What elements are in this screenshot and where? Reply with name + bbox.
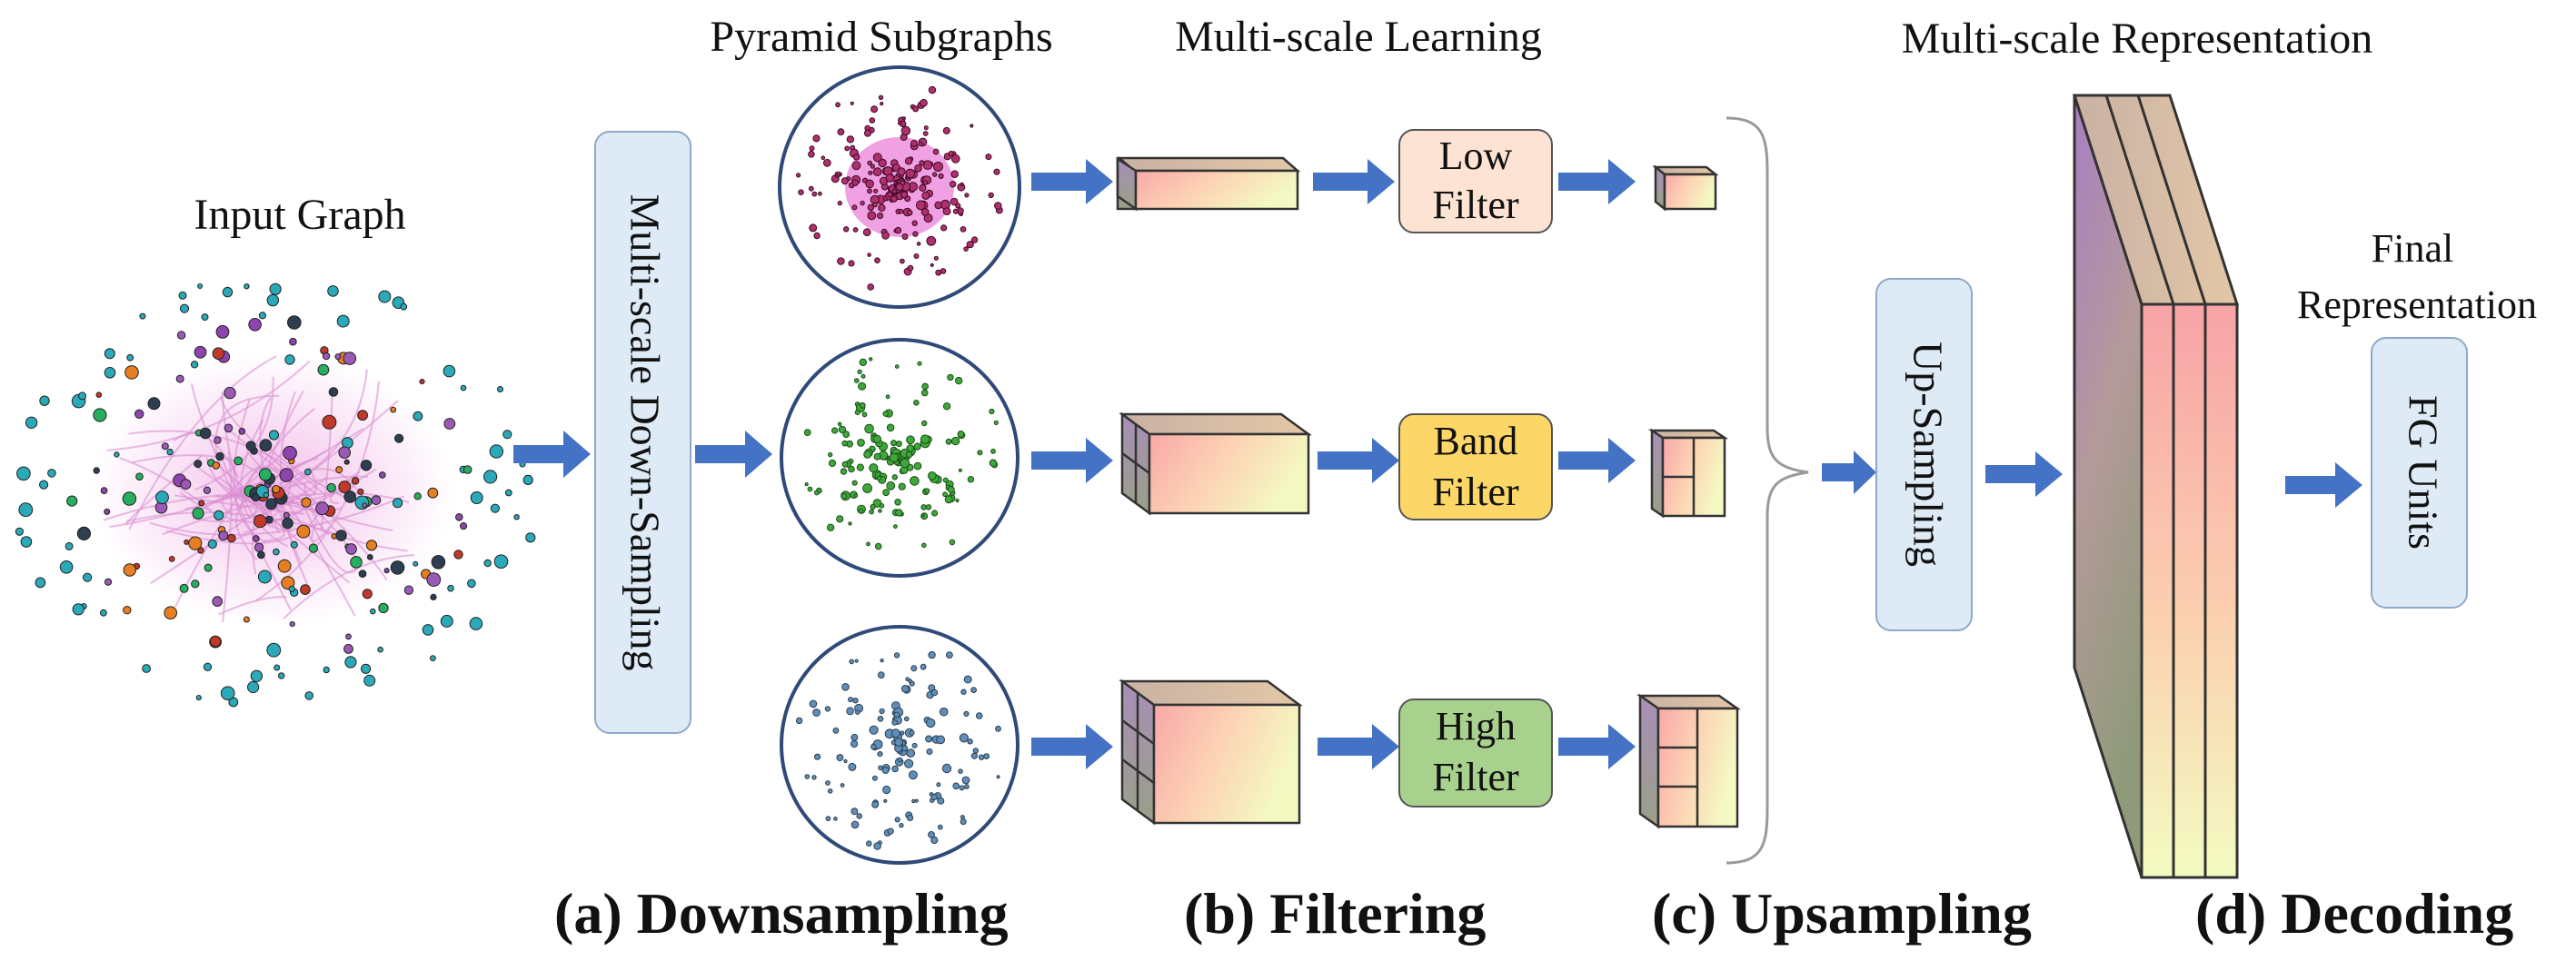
multiscale-representation-title: Multi-scale Representation bbox=[1902, 15, 2373, 63]
low-filter-line1: Low bbox=[1439, 134, 1513, 178]
feature-block-high bbox=[1119, 679, 1303, 826]
input-graph-title: Input Graph bbox=[194, 191, 405, 239]
arrow-brace-to-upsampling bbox=[1822, 451, 1876, 494]
fg-units-label: FG Units bbox=[2400, 395, 2446, 550]
high-filter-line2: Filter bbox=[1432, 755, 1519, 799]
caption-upsampling: (c) Upsampling bbox=[1652, 881, 2032, 946]
output-block-low bbox=[1652, 164, 1719, 212]
arrow-low-filter-to-output bbox=[1558, 159, 1636, 204]
feature-block-low bbox=[1116, 156, 1301, 212]
low-filter: Low Filter bbox=[1398, 129, 1553, 233]
arrow-block-to-high-filter bbox=[1318, 724, 1399, 769]
arrow-downsampling-to-subgraphs bbox=[695, 431, 772, 478]
subgraph-circle-band bbox=[780, 338, 1019, 578]
arrow-representation-to-fg-units bbox=[2285, 462, 2362, 508]
downsampling-label: Multi-scale Down-Sampling bbox=[622, 193, 668, 670]
arrow-subgraph-band-to-block bbox=[1031, 438, 1113, 483]
caption-filtering: (b) Filtering bbox=[1184, 881, 1486, 946]
arrow-subgraph-low-to-block bbox=[1031, 159, 1113, 204]
multiscale-representation-block bbox=[2072, 94, 2240, 879]
grouping-brace bbox=[1726, 116, 1809, 865]
caption-downsampling: (a) Downsampling bbox=[554, 881, 1009, 946]
final-representation-title-line2: Representation bbox=[2297, 282, 2537, 327]
pyramid-subgraphs-title: Pyramid Subgraphs bbox=[710, 13, 1052, 61]
arrow-block-to-band-filter bbox=[1318, 438, 1399, 483]
high-filter: High Filter bbox=[1398, 698, 1553, 807]
low-filter-line2: Filter bbox=[1432, 183, 1519, 227]
arrow-subgraph-high-to-block bbox=[1031, 724, 1113, 769]
arrow-high-filter-to-output bbox=[1558, 724, 1636, 769]
arrow-block-to-low-filter bbox=[1313, 159, 1395, 204]
subgraph-circle-high bbox=[780, 625, 1019, 865]
output-block-band bbox=[1647, 428, 1729, 519]
band-filter: Band Filter bbox=[1398, 413, 1553, 520]
multiscale-learning-title: Multi-scale Learning bbox=[1175, 13, 1542, 61]
subgraph-circle-low bbox=[778, 65, 1021, 309]
downsampling-box: Multi-scale Down-Sampling bbox=[594, 131, 691, 734]
fg-units-box: FG Units bbox=[2371, 337, 2468, 609]
band-filter-line1: Band bbox=[1434, 419, 1518, 463]
upsampling-box: Up-Sampling bbox=[1875, 278, 1973, 631]
input-graph bbox=[15, 282, 536, 708]
band-filter-line2: Filter bbox=[1432, 470, 1519, 514]
high-filter-line1: High bbox=[1436, 704, 1516, 748]
final-representation-title-line1: Final bbox=[2372, 226, 2453, 271]
arrow-input-to-downsampling bbox=[513, 431, 591, 478]
arrow-upsampling-to-representation bbox=[1985, 451, 2063, 497]
caption-decoding: (d) Decoding bbox=[2195, 881, 2513, 946]
feature-block-band bbox=[1119, 411, 1312, 516]
upsampling-label: Up-Sampling bbox=[1905, 342, 1951, 567]
output-block-high bbox=[1636, 693, 1741, 829]
arrow-band-filter-to-output bbox=[1558, 438, 1636, 483]
arrows bbox=[513, 159, 2362, 769]
